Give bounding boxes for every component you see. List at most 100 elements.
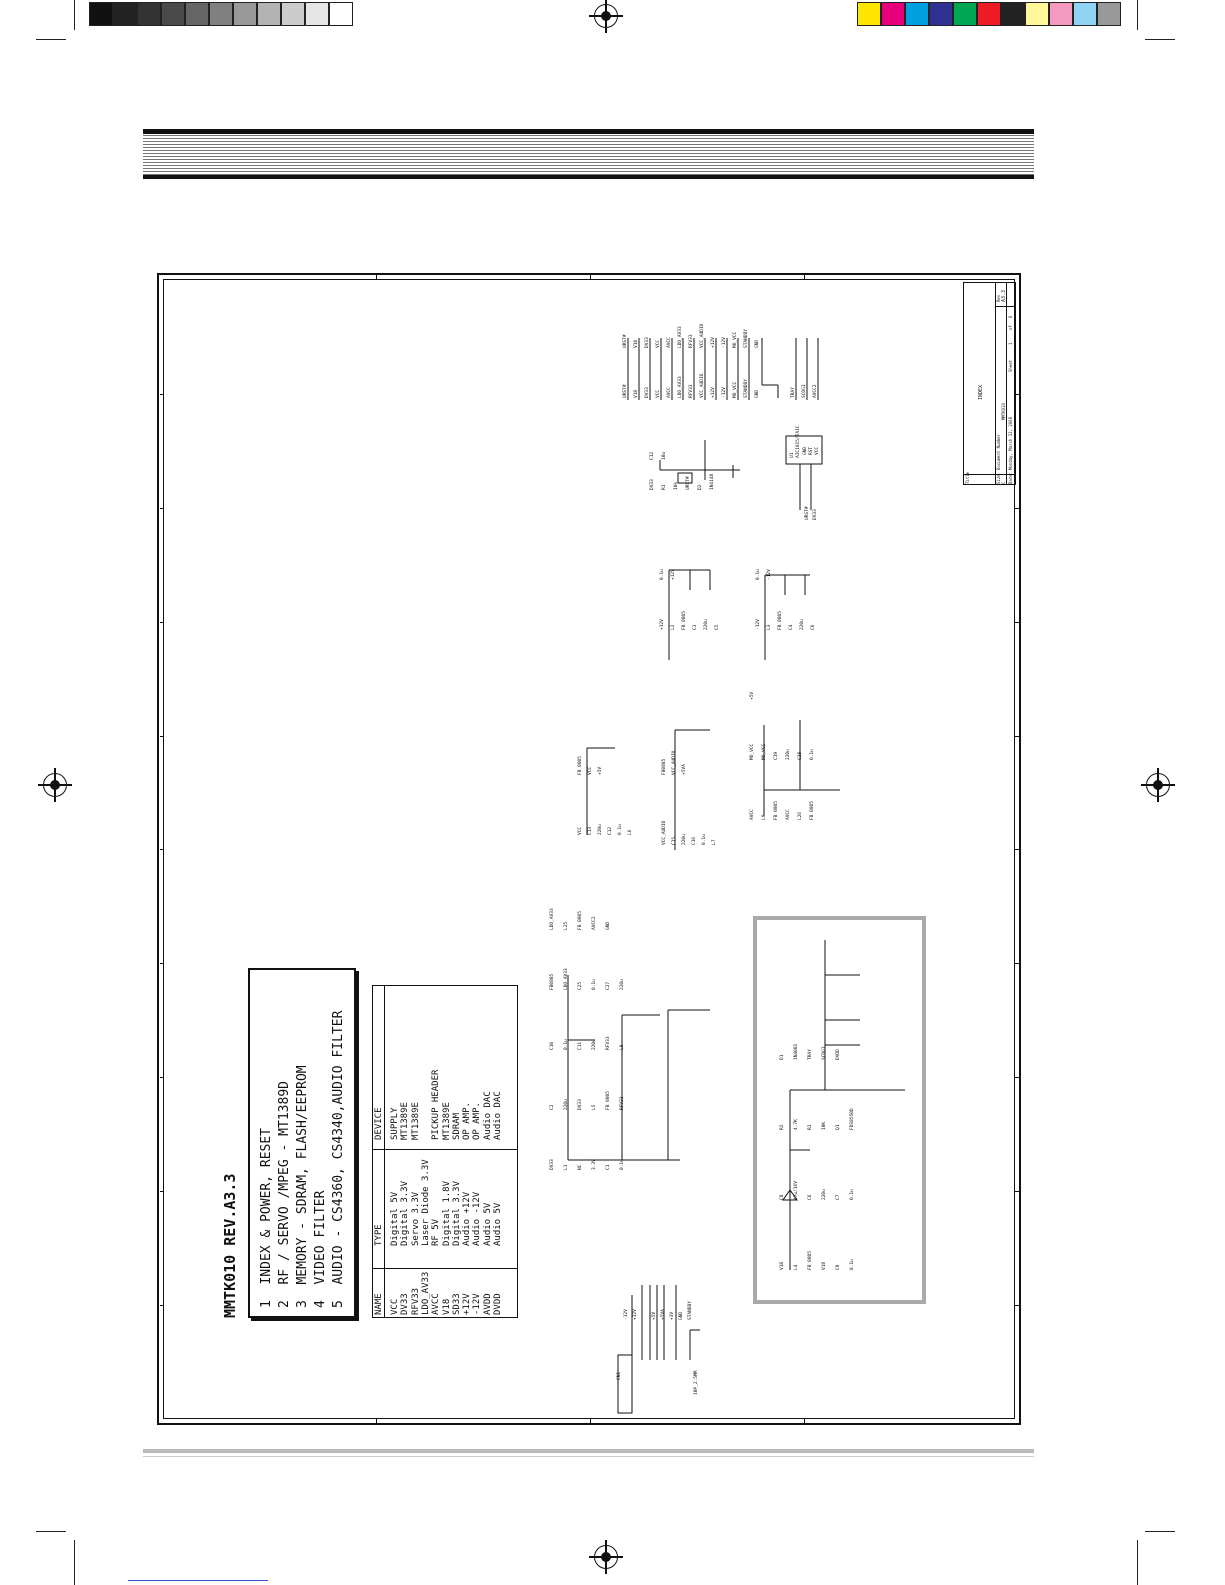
- schematic-label: FDS8550D: [850, 1108, 855, 1130]
- schematic-label: SCOG1: [822, 1046, 827, 1060]
- gray-swatch: [257, 2, 281, 26]
- table-cell-type: RF 5V: [431, 1218, 442, 1246]
- net-port-label: -12V: [722, 337, 727, 348]
- crop-mark: [36, 1531, 66, 1532]
- connector-pin-label: STANDBY: [688, 1301, 694, 1320]
- schematic-label: DVDD: [836, 1049, 841, 1060]
- net-label: LDO_AV33: [678, 376, 683, 398]
- schematic-label: FB 0805: [578, 756, 583, 775]
- table-cell-name: SD33: [451, 1293, 462, 1315]
- schematic-label: C6: [808, 1194, 813, 1200]
- crop-mark: [74, 1540, 75, 1585]
- schematic-label: C7: [836, 1194, 841, 1200]
- table-cell-device: Audio DAC: [493, 1091, 503, 1140]
- crop-mark: [1137, 1540, 1138, 1585]
- gray-swatch: [161, 2, 185, 26]
- schematic-label: C12: [650, 451, 655, 460]
- schematic-label: L8: [620, 1044, 625, 1050]
- registration-mark-icon: [589, 1540, 623, 1574]
- schematic-label: FB0805: [550, 973, 555, 990]
- schematic-label: VCC_AUDIO: [672, 750, 677, 775]
- schematic-label: -12V: [756, 619, 761, 630]
- schematic-label: +5V: [598, 766, 603, 775]
- table-cell-type: Digital 1.8V: [441, 1180, 452, 1246]
- net-label: V18: [634, 389, 639, 398]
- schematic-label: C11: [578, 1041, 583, 1050]
- color-swatch: [905, 2, 929, 26]
- schematic-label: FB 0805: [682, 611, 687, 630]
- schematic-label: +5VA: [682, 764, 687, 775]
- schematic-label: 220u: [822, 1189, 827, 1200]
- diode-d1-icon: [782, 1189, 798, 1201]
- connector-pin-label: +3V: [670, 1311, 675, 1320]
- schematic-label: C2: [550, 1104, 555, 1110]
- crop-mark: [1145, 1531, 1175, 1532]
- net-label: RFV33: [689, 384, 694, 398]
- schematic-label: RFV33: [620, 1096, 625, 1110]
- footer-link[interactable]: [128, 1580, 268, 1581]
- schematic-label: D2: [698, 484, 703, 490]
- schematic-label: C27: [606, 981, 611, 990]
- power-type-table: [372, 985, 518, 1318]
- schematic-label: 220u: [592, 1039, 597, 1050]
- net-label: STANDBY: [744, 379, 749, 398]
- schematic-label: AVCC2: [592, 916, 597, 930]
- gray-swatch: [137, 2, 161, 26]
- schematic-label: 4.7K: [794, 1119, 799, 1130]
- schematic-label: 0.1u: [660, 569, 665, 580]
- footer-rule: [143, 1449, 1034, 1453]
- schematic-label: C4: [789, 624, 794, 630]
- ic-part: AIC1815/TAIC: [796, 425, 801, 458]
- schematic-label: L3: [767, 624, 772, 630]
- title-block-rule: [995, 306, 1016, 307]
- schematic-label: DV33: [578, 1099, 583, 1110]
- zone-tick: [804, 1419, 805, 1423]
- schematic-label: -12V: [767, 569, 772, 580]
- connector-pin-label: +5V: [651, 1311, 657, 1320]
- footer-rule: [143, 1456, 1034, 1457]
- schematic-label: 1N4001: [794, 1043, 799, 1060]
- zone-tick: [376, 1419, 377, 1423]
- crop-mark: [1145, 39, 1175, 40]
- schematic-label: C10: [550, 1041, 555, 1050]
- schematic-label: 220u: [620, 979, 625, 990]
- schematic-label: 3.3V: [592, 1159, 597, 1170]
- schematic-label: FB 0805: [810, 801, 815, 820]
- connector-pin-label: +12V: [633, 1309, 639, 1320]
- zone-tick: [1015, 622, 1019, 623]
- color-swatch: [1001, 2, 1025, 26]
- ic-pin-label: GND: [803, 446, 808, 455]
- schematic-label: VCC_AUDIO: [662, 820, 667, 845]
- table-cell-device: SDRAM: [451, 1112, 462, 1140]
- schematic-label: MO_VCC: [762, 743, 767, 760]
- net-port-label: VCC_AUDIO: [700, 323, 705, 348]
- table-cell-name: LDO_AV33: [420, 1271, 431, 1315]
- table-cell-type: Audio 5V: [493, 1202, 503, 1246]
- net-port-label: STANDBY: [744, 329, 749, 348]
- schematic-label: L26: [798, 811, 803, 820]
- title-block-rule: [995, 282, 996, 485]
- schematic-label: C25: [578, 981, 583, 990]
- net-label: TRAY: [791, 387, 796, 398]
- zone-tick: [804, 275, 805, 279]
- schematic-label: 10k: [674, 481, 679, 490]
- crop-mark: [1137, 0, 1138, 30]
- table-cell-type: Digital 3.3V: [400, 1180, 411, 1246]
- schematic-label: LDO_AV33: [550, 908, 555, 930]
- color-swatch: [1025, 2, 1049, 26]
- gray-swatch: [305, 2, 329, 26]
- schematic-label: L5: [592, 1104, 597, 1110]
- table-rule: [384, 985, 385, 1318]
- schematic-label: L1: [564, 1164, 569, 1170]
- schematic-label: L4: [794, 1264, 799, 1270]
- zone-tick: [1015, 963, 1019, 964]
- schematic-label: 0.1u: [618, 824, 623, 835]
- schematic-label: 0.1u: [592, 979, 597, 990]
- schematic-label: LDO_AV33: [564, 968, 569, 990]
- net-port-label: V18: [634, 339, 639, 348]
- registration-mark-icon: [589, 0, 623, 33]
- schematic-label: +12V: [671, 569, 676, 580]
- table-cell-type: Digital 3.3V: [451, 1180, 462, 1246]
- schematic-label: 1N4148: [710, 473, 715, 490]
